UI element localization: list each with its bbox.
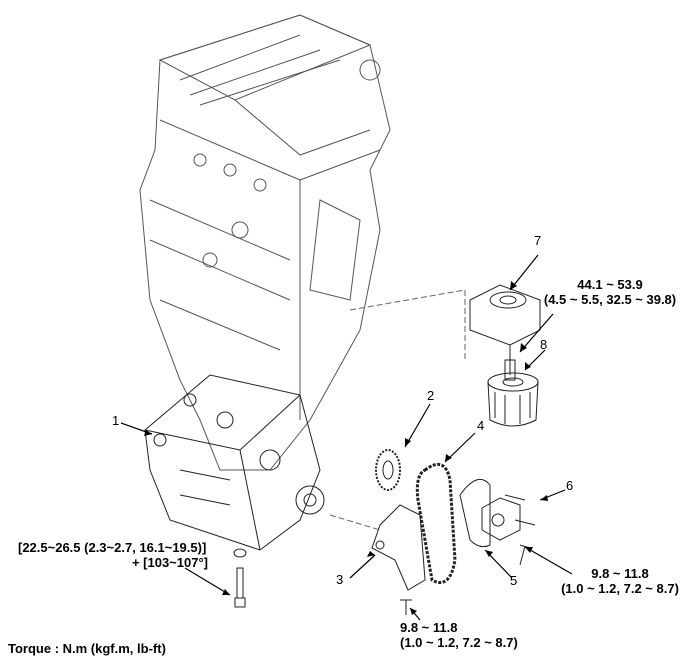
torque-conversion: (1.0 ~ 1.2, 7.2 ~ 8.7) — [561, 581, 679, 596]
torque-oil-cooler: 44.1 ~ 53.9 (4.5 ~ 5.5, 32.5 ~ 39.8) — [530, 277, 690, 307]
oil-filter-illustration — [487, 372, 539, 427]
torque-value: 9.8 ~ 11.8 — [591, 566, 649, 581]
tensioner-arm-illustration — [459, 478, 491, 548]
torque-value: 9.8 ~ 11.8 — [400, 620, 458, 635]
torque-angle: + [103~107°] — [131, 555, 208, 570]
leader-arrows — [120, 254, 573, 621]
torque-conversion: (1.0 ~ 1.2, 7.2 ~ 8.7) — [400, 635, 518, 650]
torque-value: 44.1 ~ 53.9 — [577, 277, 643, 292]
tensioner-illustration — [481, 494, 536, 541]
chain-illustration — [415, 462, 457, 584]
callout-4: 4 — [477, 418, 485, 433]
long-bolt-illustration — [234, 567, 246, 608]
torque-tensioner-bolts: 9.8 ~ 11.8 (1.0 ~ 1.2, 7.2 ~ 8.7) — [540, 566, 700, 596]
torque-guide-bolt: 9.8 ~ 11.8 (1.0 ~ 1.2, 7.2 ~ 8.7) — [400, 620, 518, 650]
callout-8: 8 — [540, 337, 548, 352]
balance-shaft-module-illustration — [144, 374, 325, 551]
oil-cooler-illustration — [469, 284, 541, 381]
torque-conversion: (4.5 ~ 5.5, 32.5 ~ 39.8) — [543, 292, 677, 307]
sprocket-illustration — [375, 449, 401, 491]
callout-6: 6 — [566, 478, 574, 493]
bolt-illustration — [400, 544, 531, 615]
callout-3: 3 — [336, 572, 344, 587]
callout-1: 1 — [112, 413, 120, 428]
torque-balance-shaft-bolt: [22.5~26.5 (2.3~2.7, 16.1~19.5)] + [103~… — [18, 540, 208, 570]
callout-5: 5 — [510, 573, 518, 588]
torque-value: [22.5~26.5 (2.3~2.7, 16.1~19.5)] — [18, 540, 207, 555]
chain-guide-illustration — [371, 504, 426, 591]
callout-2: 2 — [427, 388, 435, 403]
torque-unit-legend: Torque : N.m (kgf.m, lb-ft) — [8, 641, 166, 656]
callout-7: 7 — [534, 233, 542, 248]
engine-block-illustration — [139, 14, 391, 471]
